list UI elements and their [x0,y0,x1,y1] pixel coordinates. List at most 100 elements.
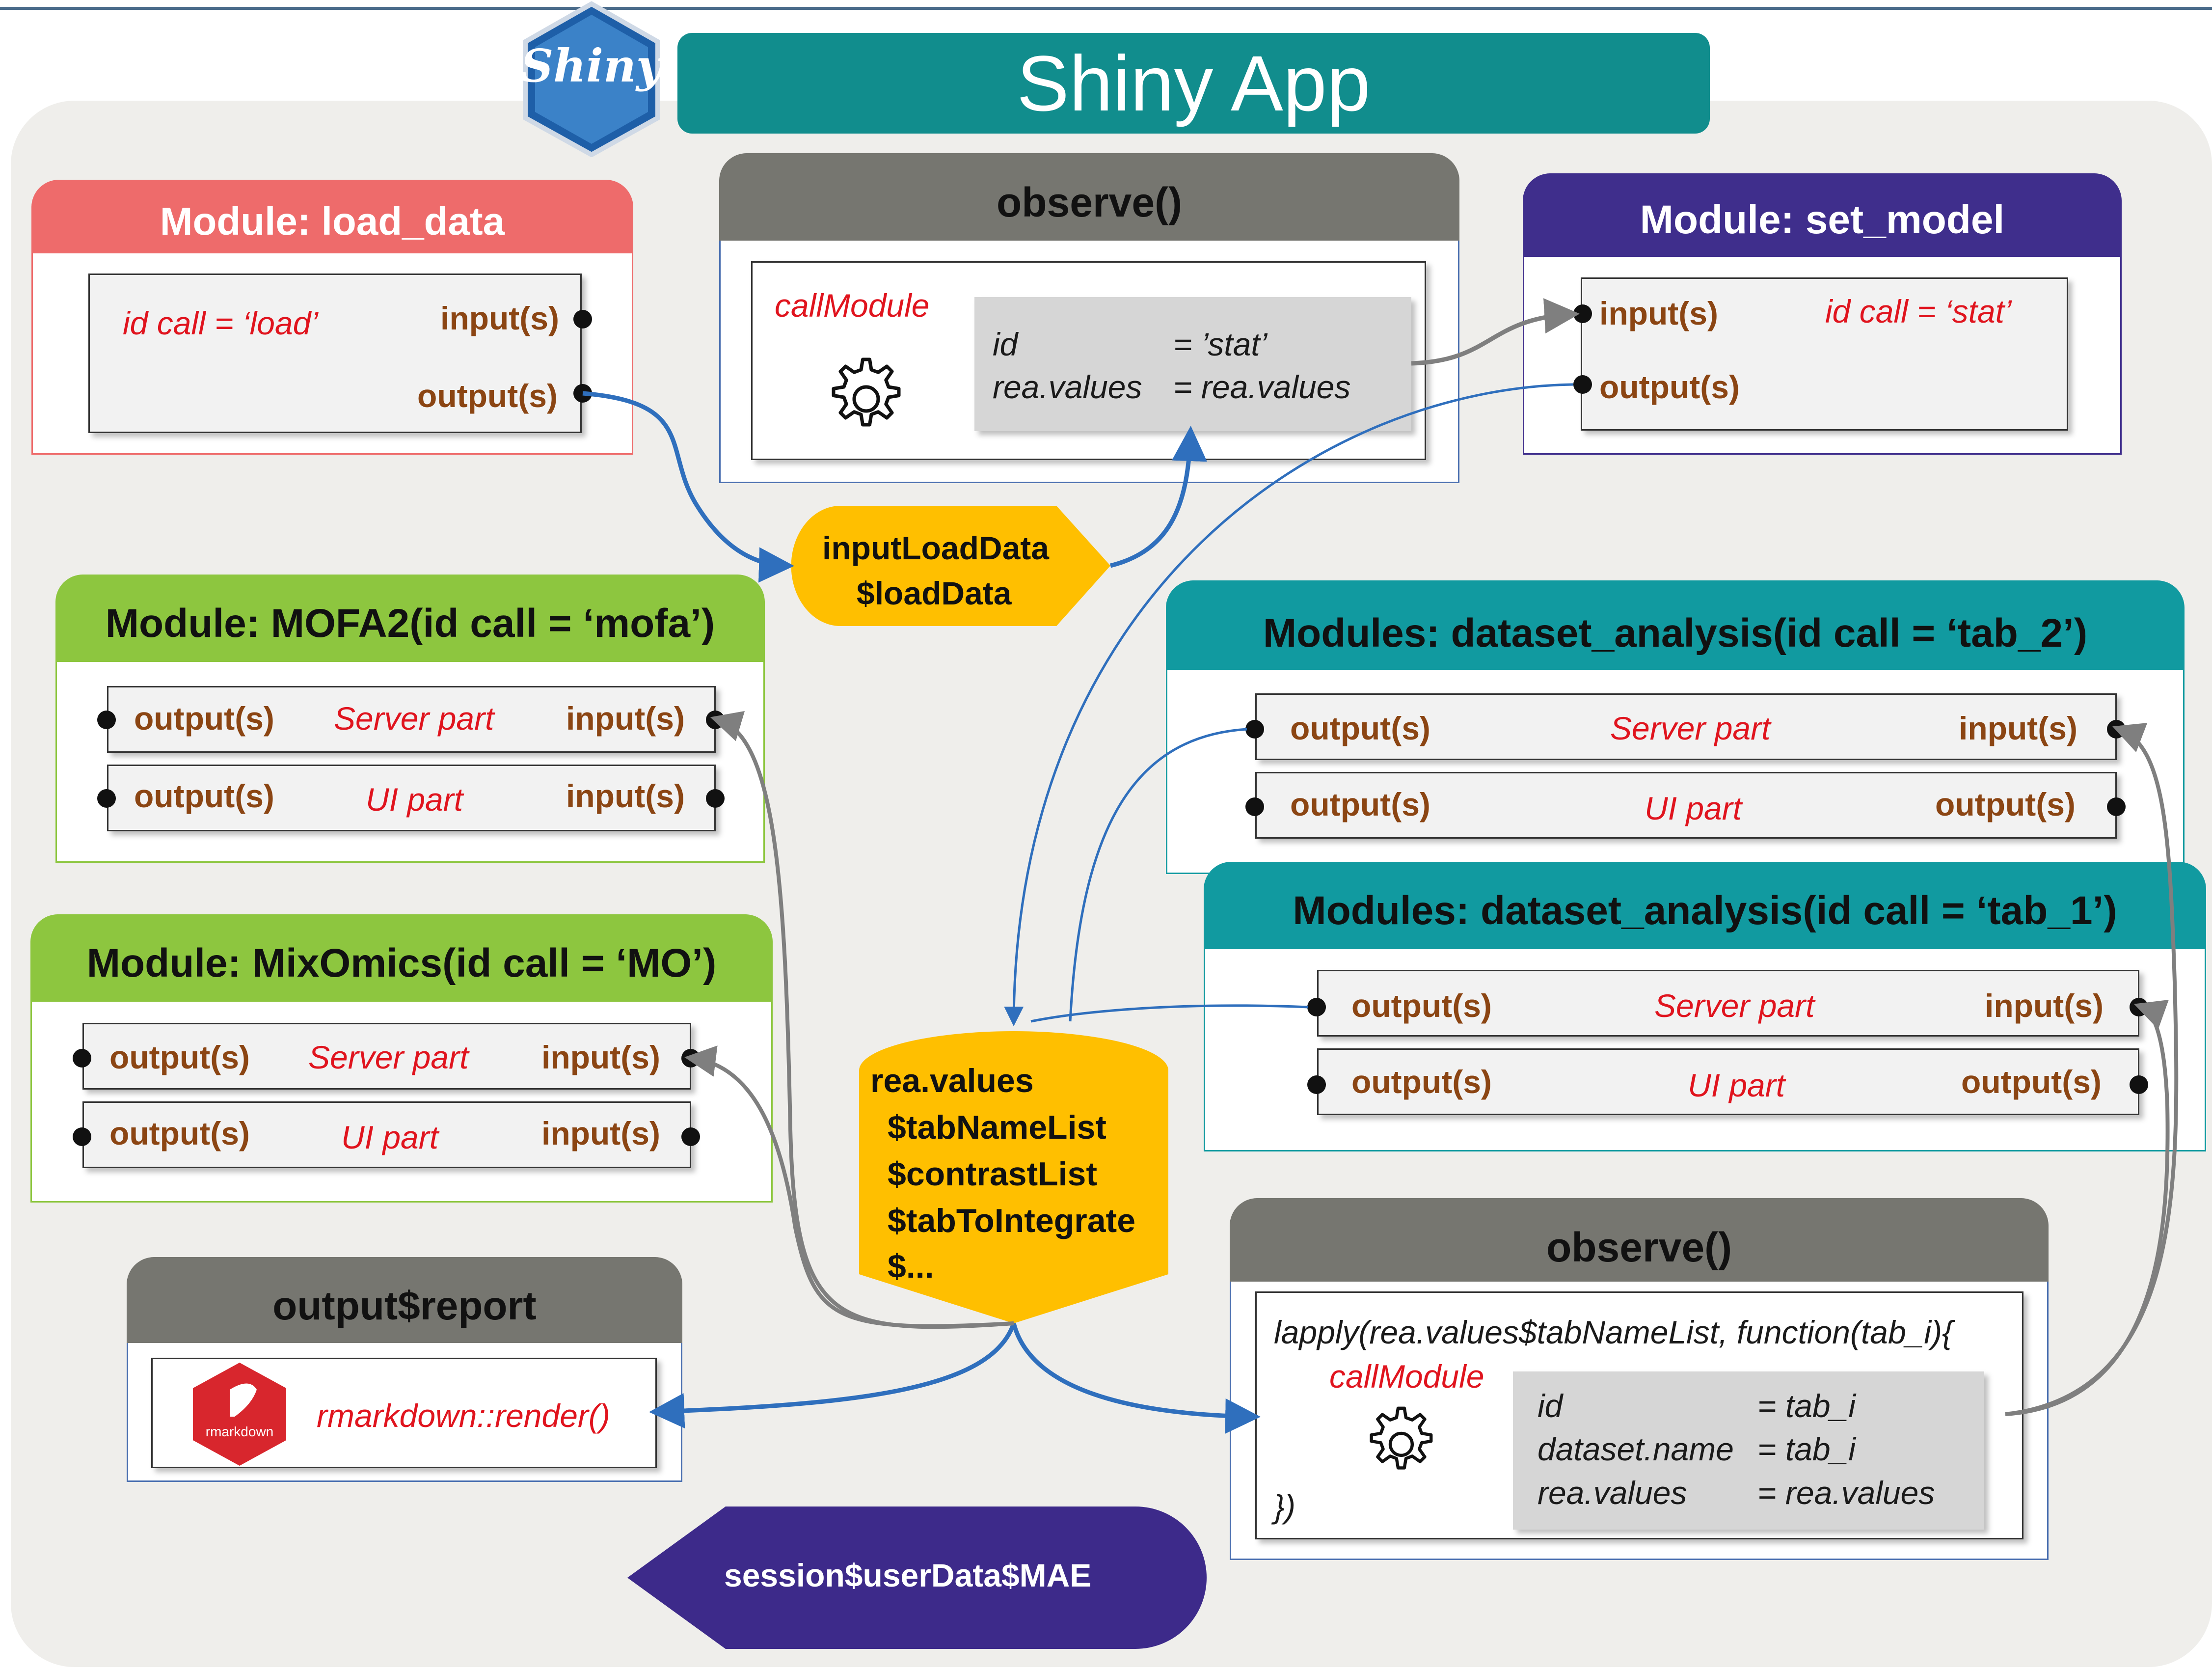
arrow-observe-to-setmodel [1411,298,1580,366]
rea-values-line1: $tabNameList [888,1109,1106,1146]
rea-values-shape [859,1031,1168,1323]
observe-bottom-rea-val: = rea.values [1757,1475,1935,1511]
mixomics-ui-row [82,1101,691,1168]
mixomics-row2-input: input(s) [541,1115,660,1151]
observe-top-header: observe() [719,153,1459,241]
shiny-logo-text: Shiny [520,39,663,92]
mofa2-row1-output: output(s) [134,700,274,737]
tab1-row1-server: Server part [1654,987,1815,1024]
tab1-row2-output: output(s) [1351,1064,1492,1100]
mixomics-port [681,1127,700,1146]
mofa2-port [97,711,116,729]
input-load-data-line1: inputLoadData [822,530,1049,566]
set-model-id-call: id call = ‘stat’ [1825,293,2012,329]
tab2-row2-output: output(s) [1290,786,1430,822]
arrow-load-to-input [582,391,794,583]
arrow-rea-to-mixomics [684,1045,1014,1328]
observe-bottom-lapply: lapply(rea.values$tabNameList, function(… [1274,1314,1953,1350]
observe-bottom-args [1513,1371,1984,1530]
tab2-ui-row [1255,772,2117,839]
session-mae-label: session$userData$MAE [724,1557,1092,1593]
module-mofa2-header: Module: MOFA2(id call = ‘mofa’) [55,575,765,662]
output-report-render: rmarkdown::render() [317,1397,610,1434]
observe-bottom-id-val: = tab_i [1757,1388,1856,1424]
arrow-tab2-to-rea [1069,728,1247,1022]
mixomics-row2-output: output(s) [109,1115,250,1151]
module-mixomics-header: Module: MixOmics(id call = ‘MO’) [30,914,773,1002]
load-data-output: output(s) [417,378,558,414]
tab2-row1-server: Server part [1610,710,1771,746]
mofa2-row2-output: output(s) [134,778,274,814]
observe-top-callmodule: callModule [775,287,930,324]
tab2-port [2107,797,2126,816]
observe-bottom-callmodule: callModule [1329,1358,1484,1395]
mixomics-row1-server: Server part [308,1039,469,1075]
tab2-port [1245,720,1264,739]
mofa2-row2-ui: UI part [366,781,463,818]
observe-top-rea-key: rea.values [993,369,1142,405]
set-model-input: input(s) [1599,295,1718,331]
rea-values-line2: $contrastList [888,1155,1097,1193]
arrow-observe-to-tab2 [2005,723,2179,1416]
mofa2-port [97,789,116,808]
tab2-row1-output: output(s) [1290,710,1430,746]
observe-top-args [974,297,1411,431]
tab1-row1-output: output(s) [1351,987,1492,1024]
observe-bottom-ds-val: = tab_i [1757,1431,1856,1467]
tab1-server-row [1317,970,2139,1037]
arrow-setmodel-to-rea [1004,383,1574,1026]
mixomics-port [73,1127,91,1146]
mixomics-server-row [82,1023,691,1090]
observe-bottom-ds-key: dataset.name [1538,1431,1734,1467]
observe-bottom-rea-key: rea.values [1538,1475,1687,1511]
arrow-rea-to-observe [1011,1322,1261,1434]
tab1-port [1307,1075,1326,1094]
tab2-port [1245,797,1264,816]
module-set-model-header: Module: set_model [1523,173,2122,257]
mixomics-row2-ui: UI part [341,1119,439,1155]
rea-values-line3: $tabToIntegrate [888,1202,1136,1239]
observe-top-id-key: id [993,326,1018,362]
input-load-data-line2: $loadData [857,575,1012,611]
gear-icon [1370,1406,1433,1470]
shiny-logo [523,1,660,157]
tab2-header: Modules: dataset_analysis(id call = ‘tab… [1166,580,2185,670]
tab2-server-row [1255,693,2117,760]
app-title-banner: Shiny App [677,33,1710,134]
mofa2-server-row [107,686,716,753]
mofa2-port [706,789,725,808]
tab2-row1-input: input(s) [1959,710,2077,746]
tab2-row2-ui: UI part [1645,790,1742,826]
mixomics-row1-input: input(s) [541,1039,660,1075]
mixomics-row1-output: output(s) [109,1039,250,1075]
rea-values-line0: rea.values [870,1062,1034,1099]
tab1-header: Modules: dataset_analysis(id call = ‘tab… [1204,862,2206,949]
top-rule [0,7,2212,10]
session-mae-shape [627,1507,1207,1649]
arrow-input-to-observe [1109,426,1207,568]
gear-icon [832,357,901,427]
tab1-row2-ui: UI part [1688,1067,1785,1103]
set-model-output-port [1573,375,1592,394]
set-model-output: output(s) [1599,369,1740,405]
load-data-id-call: id call = ‘load’ [123,305,319,341]
rmarkdown-logo [193,1363,286,1466]
load-data-input-port [573,310,592,329]
observe-bottom-id-key: id [1538,1388,1563,1424]
load-data-box [88,274,582,433]
output-report-header: output$report [127,1257,682,1343]
tab1-row2-output-right: output(s) [1961,1064,2102,1100]
set-model-box [1581,277,2068,431]
arrow-rea-to-report [649,1322,1016,1428]
module-load-data-header: Module: load_data [31,180,633,253]
mofa2-row1-server: Server part [334,700,494,737]
tab1-ui-row [1317,1048,2139,1115]
observe-top-rea-val: = rea.values [1173,369,1351,405]
tab2-row2-output-right: output(s) [1935,786,2076,822]
arrow-observe-to-tab1 [2005,1000,2170,1416]
load-data-input: input(s) [440,300,559,336]
rea-values-line4: $... [888,1248,934,1285]
observe-top-id-val: = ’stat’ [1173,326,1268,362]
tab1-row1-input: input(s) [1985,987,2104,1024]
